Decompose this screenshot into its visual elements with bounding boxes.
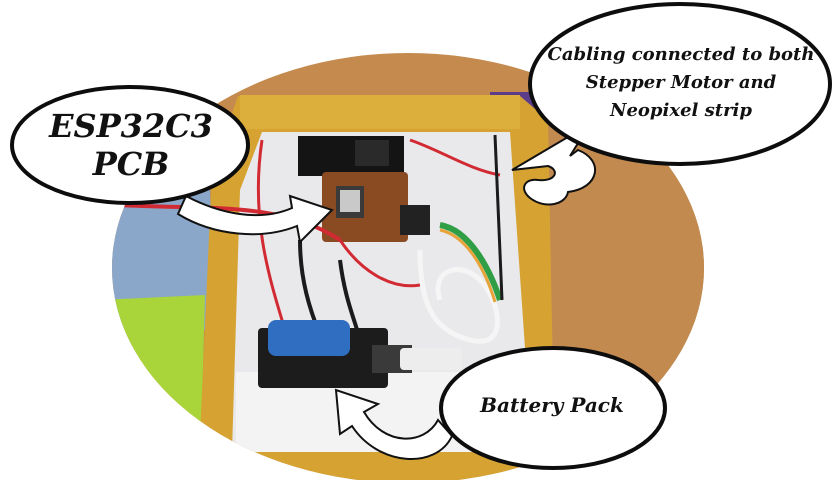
pcb-board [322, 172, 408, 242]
rainbow-ribbon [439, 222, 503, 301]
arrow-to-pcb [176, 194, 334, 245]
red-wire-down [256, 139, 287, 331]
callout-battery-label: Battery Pack [452, 360, 652, 450]
black-wire-right [493, 134, 504, 301]
pcb-text: ESP32C3 PCB [49, 107, 213, 183]
callout-cabling-bubble [528, 2, 832, 166]
top-rail [240, 95, 520, 129]
red-wire-left [119, 203, 342, 242]
red-wire-to-battery [338, 239, 421, 288]
arrow-to-cabling [511, 123, 596, 206]
rainbow-ribbon-2 [439, 228, 497, 303]
arrows [176, 123, 596, 460]
cabling-text: Cabling connected to both Stepper Motor … [547, 44, 815, 121]
battery-text: Battery Pack [480, 393, 624, 417]
battery-usb-plug [400, 348, 462, 370]
pin-header [400, 205, 430, 235]
wire-top-right [409, 138, 501, 177]
arrow-to-battery [334, 388, 454, 460]
green-shirt [112, 295, 205, 480]
blue-fabric [112, 190, 215, 330]
callout-pcb-bubble [10, 85, 250, 205]
esp32-shield [340, 190, 360, 212]
battery-cell [268, 320, 350, 356]
white-usb-cable [417, 249, 500, 344]
callout-battery-bubble [439, 346, 667, 470]
callout-cabling-label: Cabling connected to both Stepper Motor … [540, 28, 822, 138]
callout-pcb-label: ESP32C3 PCB [18, 92, 244, 198]
module-connector [355, 140, 389, 166]
